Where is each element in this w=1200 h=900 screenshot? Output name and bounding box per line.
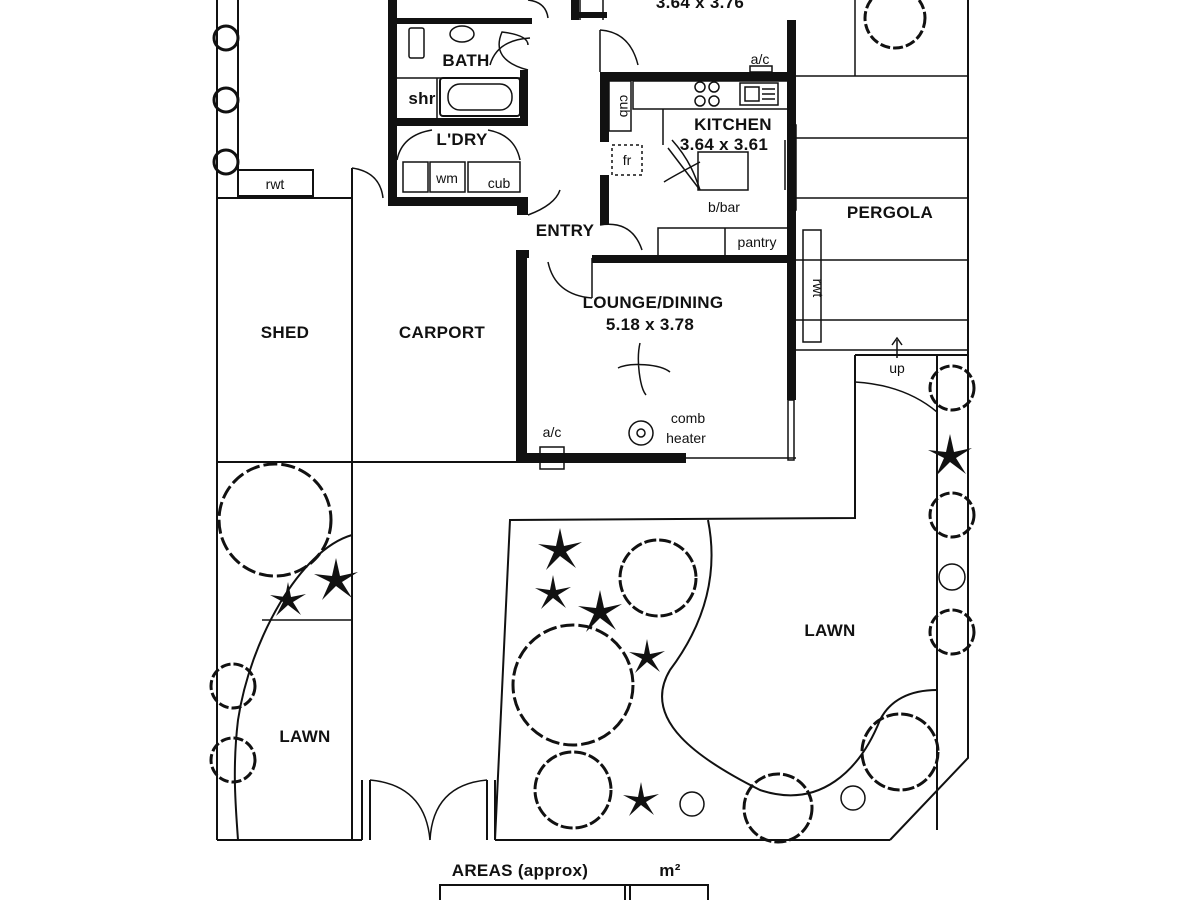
entry: ENTRY [527,189,643,299]
palm-icon [270,582,306,616]
areas-table: AREAS (approx) m² [439,861,709,900]
tree-icon [860,712,940,792]
bath-fixtures: BATH shr [397,25,531,118]
shrub-icon [209,662,257,710]
palm-icon [314,558,358,600]
heater-label-2: heater [666,430,706,446]
lounge-dining: LOUNGE/DINING 5.18 x 3.78 comb heater a/… [539,293,724,470]
lounge-dimensions: 5.18 x 3.78 [606,315,694,334]
tree-icon [511,623,635,747]
tree-icon [618,538,698,618]
shrub-icon [212,24,240,52]
shrub-icon [679,791,705,817]
pantry-label: pantry [738,234,777,250]
hall-doors [498,0,639,72]
shed: SHED [216,197,353,463]
lounge-label: LOUNGE/DINING [583,293,724,312]
kitchen-cupboard-label: cub [617,95,633,118]
palm-icon [578,590,622,632]
shed-label: SHED [261,323,309,342]
pergola: PERGOLA rwt up [796,0,968,376]
shrub-icon [212,86,240,114]
shrub-icon [212,148,240,176]
carport-label: CARPORT [399,323,485,342]
tree-icon [742,772,814,844]
laundry: L'DRY wm cub [396,129,521,193]
pergola-label: PERGOLA [847,203,933,222]
bath-label: BATH [442,51,489,70]
washing-machine-label: wm [435,170,458,186]
kitchen: cub fr KITCHEN 3.64 x 3.61 b/bar pantry [608,80,797,257]
kitchen-label: KITCHEN [694,115,772,134]
shrub-icon [928,608,976,656]
tree-icon [533,750,613,830]
lawn-right-label: LAWN [804,621,855,640]
rwt-right-label: rwt [810,279,826,298]
palm-icon [535,575,571,609]
tree-icon [217,462,333,578]
fridge-label: fr [623,152,632,168]
areas-title: AREAS (approx) [452,861,588,880]
rainwater-tank-left: rwt [237,169,314,197]
up-label: up [889,360,905,376]
areas-unit: m² [659,861,680,880]
shrub-icon [938,563,966,591]
palm-plants [270,434,972,816]
breakfast-bar-label: b/bar [708,199,740,215]
palm-icon [538,528,582,570]
laundry-label: L'DRY [436,130,488,149]
shrub-icon [928,364,976,412]
rwt-left-label: rwt [266,176,285,192]
shrub-icon [209,736,257,784]
ac-bottom-label: a/c [543,424,562,440]
palm-icon [928,434,972,476]
house-walls [388,0,796,463]
entry-label: ENTRY [536,221,595,240]
garden-paths: LAWN LAWN [233,355,938,841]
lawn-left-label: LAWN [279,727,330,746]
shower-label: shr [408,89,435,108]
shrub-icon [928,491,976,539]
carport: CARPORT [351,167,517,463]
palm-icon [629,639,665,673]
palm-icon [623,782,659,816]
laundry-cupboard-label: cub [488,175,511,191]
trees-and-shrubs [209,0,976,844]
kitchen-dimensions: 3.64 x 3.61 [680,135,768,154]
tree-icon [863,0,927,50]
heater-label-1: comb [671,410,705,426]
ac-top-label: a/c [751,51,770,67]
shrub-icon [840,785,866,811]
bedroom-dimensions: 3.64 x 3.76 [656,0,744,12]
